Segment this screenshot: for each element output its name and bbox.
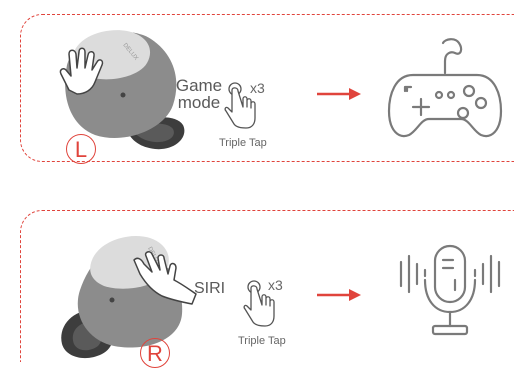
microphone-icon <box>399 244 501 336</box>
tap-finger-icon <box>243 280 275 327</box>
tap-finger-icon <box>224 82 256 129</box>
hand-icon <box>59 47 104 95</box>
arrow-right-icon <box>317 289 361 301</box>
game-mode-label-line1: Game <box>175 76 223 95</box>
gamepad-icon <box>387 38 503 138</box>
hand-icon <box>133 251 197 305</box>
left-earbud-panel <box>20 14 514 162</box>
right-side-badge: R <box>140 338 170 368</box>
game-mode-label-line2: mode <box>177 93 221 112</box>
siri-label: SIRI <box>194 280 226 297</box>
right-earbud-panel <box>20 210 514 362</box>
arrow-right-icon <box>317 88 361 100</box>
tap-count-label: x3 <box>250 80 265 96</box>
triple-tap-caption: Triple Tap <box>238 335 286 347</box>
tap-count-label: x3 <box>268 277 283 293</box>
triple-tap-caption: Triple Tap <box>219 137 267 149</box>
left-side-badge: L <box>66 134 96 164</box>
